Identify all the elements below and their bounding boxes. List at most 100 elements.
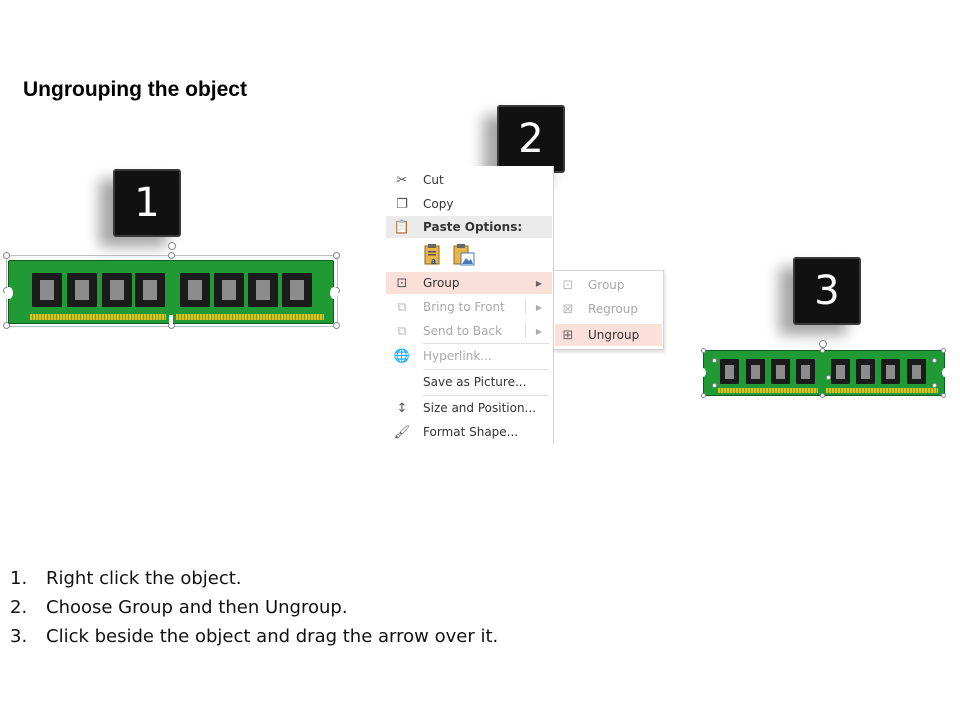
resize-handle[interactable] <box>701 348 706 353</box>
ram-module-selected[interactable] <box>3 242 340 330</box>
ram-chip <box>831 359 850 384</box>
ram-chip <box>746 359 765 384</box>
resize-handle[interactable] <box>701 393 706 398</box>
rotate-handle[interactable] <box>819 340 827 348</box>
menu-item-label: Paste Options: <box>423 220 523 234</box>
chevron-right-icon: ▶ <box>535 326 542 336</box>
resize-handle[interactable] <box>820 348 825 353</box>
resize-handle[interactable] <box>941 393 946 398</box>
side-notch <box>5 287 13 299</box>
resize-handle[interactable] <box>3 252 10 259</box>
ram-pins <box>718 388 818 393</box>
ram-chip <box>907 359 926 384</box>
instruction-text: Choose Group and then Ungroup. <box>46 597 348 618</box>
format-shape-icon: 🖌 <box>393 424 411 440</box>
ram-chip <box>796 359 815 384</box>
copy-icon: ❐ <box>396 196 408 212</box>
menu-separator <box>423 343 549 344</box>
submenu-item-label: Group <box>588 278 625 292</box>
ram-pins <box>176 314 324 320</box>
ram-chip <box>102 273 132 307</box>
send-to-back-icon: ⧉ <box>397 323 407 339</box>
step-badge-1: 1 <box>113 169 181 237</box>
resize-handle[interactable] <box>932 358 937 363</box>
side-notch <box>700 368 706 377</box>
resize-handle[interactable] <box>333 252 340 259</box>
menu-separator <box>423 369 549 370</box>
paste-icon: 📋 <box>393 219 411 235</box>
ungroup-icon: ⊞ <box>562 327 574 343</box>
resize-handle[interactable] <box>826 375 831 380</box>
regroup-icon: ⊠ <box>562 301 574 317</box>
resize-handle[interactable] <box>3 322 10 329</box>
resize-handle[interactable] <box>712 358 717 363</box>
resize-handle[interactable] <box>932 383 937 388</box>
context-menu: ✂ Cut ❐ Copy 📋 Paste Options: a ⊡ Group … <box>386 166 554 444</box>
ram-chip <box>771 359 790 384</box>
ram-pins <box>30 314 166 320</box>
instruction-number: 1. <box>10 568 28 589</box>
ram-pins <box>826 388 938 393</box>
svg-text:a: a <box>431 256 437 266</box>
submenu-item-label: Regroup <box>588 302 639 316</box>
menu-item-hyperlink[interactable]: 🌐 Hyperlink... <box>386 345 552 367</box>
menu-item-label: Format Shape... <box>423 425 519 439</box>
menu-item-label: Send to Back <box>423 324 503 338</box>
ram-chip <box>881 359 900 384</box>
instruction-text: Click beside the object and drag the arr… <box>46 626 499 647</box>
menu-item-save-as-picture[interactable]: Save as Picture... <box>386 371 552 393</box>
menu-item-label: Size and Position... <box>423 401 537 415</box>
resize-handle[interactable] <box>168 252 175 259</box>
ram-chip <box>720 359 739 384</box>
submenu-item-regroup[interactable]: ⊠ Regroup <box>555 298 662 320</box>
ram-chip <box>32 273 62 307</box>
menu-item-group[interactable]: ⊡ Group ▶ <box>386 272 552 294</box>
ram-chip <box>282 273 312 307</box>
chevron-right-icon: ▶ <box>535 302 542 312</box>
submenu-item-group[interactable]: ⊡ Group <box>555 274 662 296</box>
key-notch <box>169 315 173 324</box>
menu-item-label: Save as Picture... <box>423 375 527 389</box>
menu-item-label: Cut <box>423 173 444 187</box>
menu-item-label: Group <box>423 276 460 290</box>
resize-handle[interactable] <box>820 393 825 398</box>
menu-separator <box>423 395 549 396</box>
resize-handle[interactable] <box>941 348 946 353</box>
ram-pcb <box>8 260 334 324</box>
ram-chip <box>180 273 210 307</box>
ram-module-ungrouped[interactable] <box>700 338 948 400</box>
group-icon: ⊡ <box>396 275 408 291</box>
step-badge-3: 3 <box>793 257 861 325</box>
step-badge-2: 2 <box>497 105 565 173</box>
menu-item-label: Bring to Front <box>423 300 505 314</box>
instruction-text: Right click the object. <box>46 568 242 589</box>
split-divider <box>525 324 526 338</box>
chevron-right-icon: ▶ <box>535 278 542 288</box>
side-notch <box>330 287 338 299</box>
bring-to-front-icon: ⧉ <box>397 299 407 315</box>
menu-item-label: Hyperlink... <box>423 349 492 363</box>
ram-chip <box>248 273 278 307</box>
rotate-handle[interactable] <box>168 242 176 250</box>
menu-item-size-and-position[interactable]: ↕ Size and Position... <box>386 397 552 419</box>
paste-keep-text-icon[interactable]: a <box>422 243 444 267</box>
ram-chip <box>67 273 97 307</box>
menu-item-copy[interactable]: ❐ Copy <box>386 193 552 215</box>
menu-item-send-to-back[interactable]: ⧉ Send to Back ▶ <box>386 320 552 342</box>
slide-title: Ungrouping the object <box>23 78 247 101</box>
menu-item-cut[interactable]: ✂ Cut <box>386 169 552 191</box>
submenu-item-label: Ungroup <box>588 328 640 342</box>
scissors-icon: ✂ <box>396 172 408 188</box>
ram-chip <box>856 359 875 384</box>
paste-picture-icon[interactable] <box>452 243 476 267</box>
hyperlink-icon: 🌐 <box>393 348 411 364</box>
instruction-number: 2. <box>10 597 28 618</box>
resize-handle[interactable] <box>333 322 340 329</box>
submenu-item-ungroup[interactable]: ⊞ Ungroup <box>555 324 662 346</box>
resize-handle[interactable] <box>712 383 717 388</box>
group-submenu: ⊡ Group ⊠ Regroup ⊞ Ungroup <box>553 270 664 350</box>
menu-item-label: Copy <box>423 197 454 211</box>
group-icon: ⊡ <box>562 277 574 293</box>
menu-item-bring-to-front[interactable]: ⧉ Bring to Front ▶ <box>386 296 552 318</box>
menu-item-format-shape[interactable]: 🖌 Format Shape... <box>386 421 552 443</box>
